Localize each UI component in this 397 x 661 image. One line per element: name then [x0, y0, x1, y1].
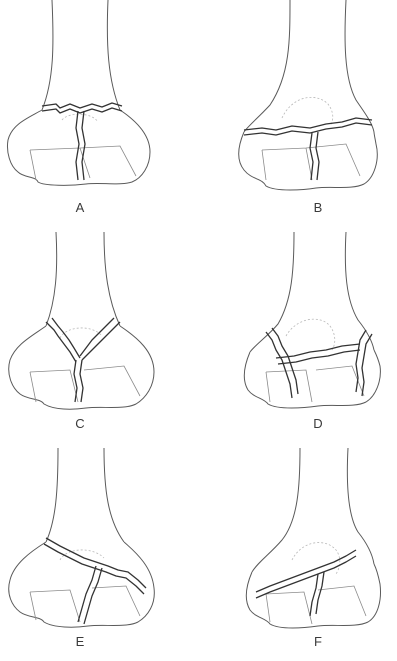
panel-label-a: A [76, 200, 85, 215]
humerus-shaft [244, 0, 374, 132]
panel-e: E [9, 448, 155, 649]
panel-b: B [239, 0, 378, 215]
panel-label-c: C [75, 416, 84, 431]
olecranon-fossa [286, 319, 335, 350]
humerus-shaft [252, 448, 374, 572]
panel-d: D [244, 232, 380, 431]
olecranon-fossa [282, 97, 333, 126]
humerus-shaft [250, 232, 374, 352]
humerus-shaft [46, 232, 120, 326]
panel-label-e: E [76, 634, 85, 649]
panel-a: A [7, 0, 150, 215]
panel-c: C [9, 232, 154, 431]
panel-label-d: D [313, 416, 322, 431]
humerus-shaft [42, 0, 120, 110]
distal-humerus-outline [9, 542, 155, 627]
distal-humerus-outline [239, 132, 378, 190]
panel-label-b: B [314, 200, 323, 215]
panel-f: F [246, 448, 380, 649]
panel-label-f: F [314, 634, 322, 649]
distal-humerus-outline [244, 350, 380, 408]
humerus-shaft [46, 448, 124, 542]
